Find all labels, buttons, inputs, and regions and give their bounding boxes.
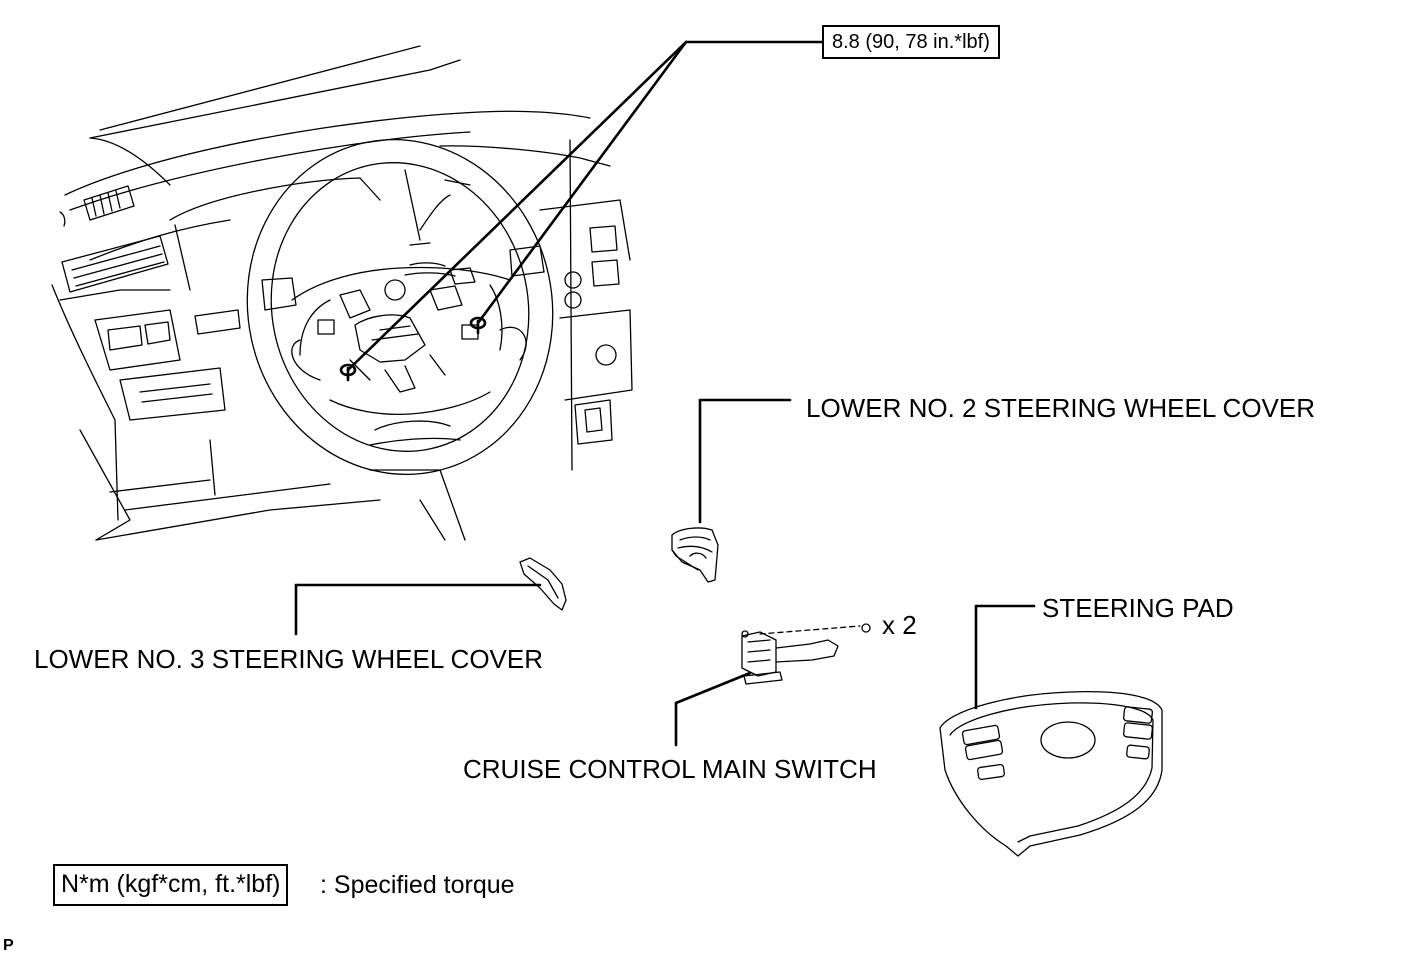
lower-no2-cover-label: LOWER NO. 2 STEERING WHEEL COVER (806, 393, 1316, 423)
corner-mark: P (3, 937, 14, 954)
cruise-switch-label: CRUISE CONTROL MAIN SWITCH (463, 754, 877, 784)
torque-legend-description: : Specified torque (320, 871, 515, 899)
steering-wheel (246, 139, 554, 475)
torque-value-box: 8.8 (90, 78 in.*lbf) (822, 25, 1000, 59)
lower-no3-cover-label: LOWER NO. 3 STEERING WHEEL COVER (34, 644, 544, 674)
torque-leader (346, 40, 824, 372)
screw-quantity-label: x 2 (882, 610, 917, 640)
cruise-leader (674, 671, 752, 705)
left-vent-icon (61, 235, 169, 293)
defrost-grille-icon (83, 185, 135, 221)
cruise-switch-part (741, 623, 871, 685)
lower-no3-cover-part (519, 557, 567, 611)
steering-pad-part (939, 691, 1163, 857)
torque-unit-legend-box: N*m (kgf*cm, ft.*lbf) (53, 864, 289, 906)
steering-pad-label: STEERING PAD (1042, 593, 1234, 623)
dashboard-outline (51, 45, 633, 541)
lower-no2-cover-part (671, 527, 719, 583)
